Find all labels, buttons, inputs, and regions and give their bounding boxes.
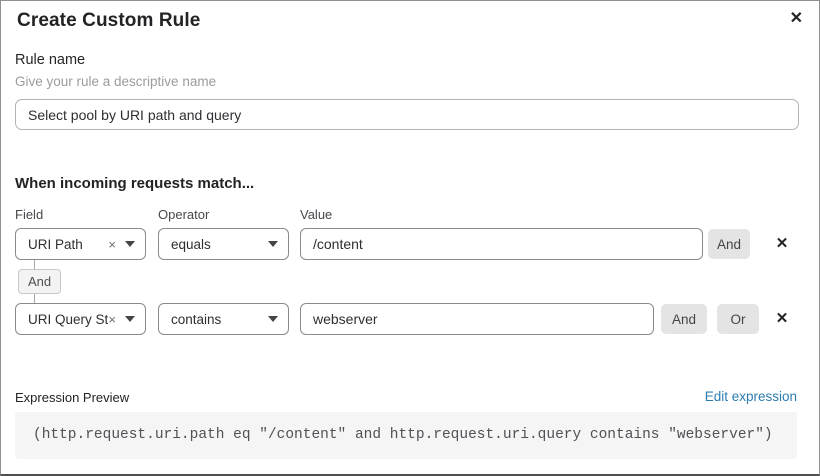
field-select-row2-value: URI Query St... [28,311,109,327]
operator-select-row1-value: equals [171,236,211,252]
connector-line-top [34,260,35,269]
connector-and-badge: And [18,269,62,294]
field-select-row2[interactable]: URI Query St... × [15,303,146,335]
value-column-label: Value [300,207,333,222]
clear-icon[interactable]: × [108,311,116,327]
rule-name-input[interactable] [15,99,799,130]
rule-name-label: Rule name [15,52,86,68]
connector-line-bottom [34,294,35,303]
value-input-row2[interactable] [300,303,654,335]
close-icon[interactable]: ✕ [789,10,803,27]
field-select-row1[interactable]: URI Path × [15,228,146,260]
remove-row1-icon[interactable]: ✕ [775,235,789,252]
field-select-row1-value: URI Path [28,236,83,252]
caret-down-icon [125,316,135,322]
or-button-row2[interactable]: Or [717,304,759,334]
value-input-row1[interactable] [300,228,703,260]
operator-select-row2-value: contains [171,311,222,327]
and-button-row2[interactable]: And [661,304,707,334]
caret-down-icon [268,316,278,322]
rule-name-helper: Give your rule a descriptive name [15,74,217,89]
remove-row2-icon[interactable]: ✕ [775,310,789,327]
dialog-title: Create Custom Rule [17,10,201,31]
and-button-row1[interactable]: And [708,229,750,259]
expression-preview-label: Expression Preview [15,390,130,405]
operator-select-row2[interactable]: contains [158,303,289,335]
expression-code: (http.request.uri.path eq "/content" and… [15,412,797,459]
clear-icon[interactable]: × [108,236,116,252]
caret-down-icon [268,241,278,247]
field-column-label: Field [15,207,44,222]
edit-expression-link[interactable]: Edit expression [704,389,797,404]
operator-column-label: Operator [158,207,210,222]
match-heading: When incoming requests match... [15,175,255,192]
caret-down-icon [125,241,135,247]
operator-select-row1[interactable]: equals [158,228,289,260]
